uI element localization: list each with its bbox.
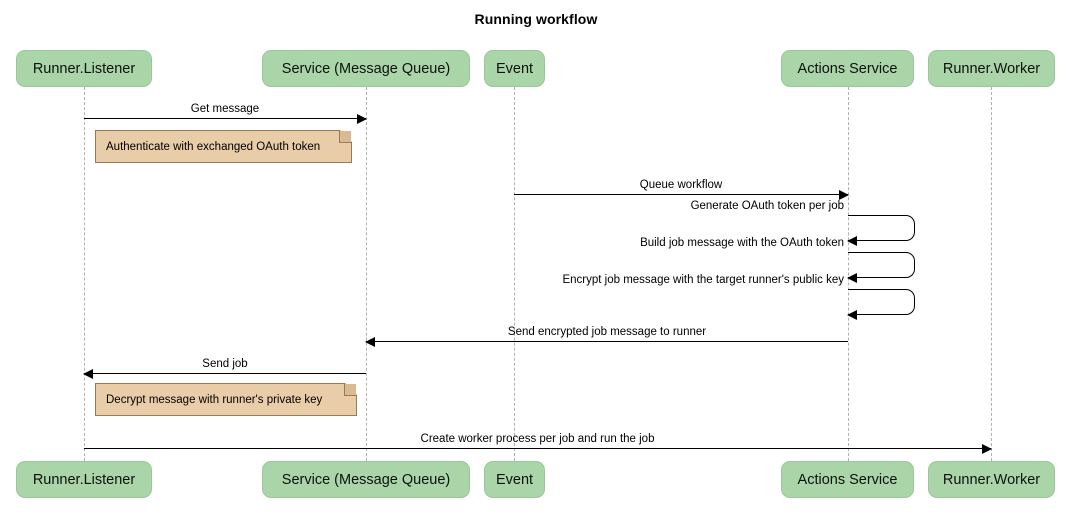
- message-label-create-worker-process-per-job-and-run-the-job: Create worker process per job and run th…: [420, 433, 655, 445]
- participant-runner-listener-top[interactable]: Runner.Listener: [16, 50, 152, 87]
- participant-actions-service-bottom[interactable]: Actions Service: [781, 461, 914, 498]
- message-label-build-job-message-with-the-oauth-token: Build job message with the OAuth token: [640, 237, 844, 249]
- participant-label: Actions Service: [797, 471, 898, 488]
- message-line-create-worker-process-per-job-and-run-the-job: [84, 448, 991, 449]
- participant-label: Runner.Listener: [32, 60, 136, 77]
- message-label-send-job: Send job: [202, 358, 248, 370]
- participant-label: Actions Service: [797, 60, 898, 77]
- participant-event-bottom[interactable]: Event: [484, 461, 545, 498]
- arrowhead-left: [365, 337, 375, 347]
- participant-runner-worker-top[interactable]: Runner.Worker: [928, 50, 1055, 87]
- note-fold-icon: [339, 131, 351, 143]
- message-line-send-encrypted-job-message-to-runner: [366, 341, 848, 342]
- message-line-get-message: [84, 118, 366, 119]
- participant-runner-listener-bottom[interactable]: Runner.Listener: [16, 461, 152, 498]
- arrowhead-left: [83, 369, 93, 379]
- message-label-get-message: Get message: [190, 103, 260, 115]
- arrowhead-left: [847, 273, 857, 283]
- note-fold-icon: [344, 384, 356, 396]
- note-label: Decrypt message with runner's private ke…: [106, 393, 323, 406]
- participant-label: Service (Message Queue): [281, 60, 451, 77]
- participant-label: Event: [495, 471, 534, 488]
- participant-service-message-queue-bottom[interactable]: Service (Message Queue): [262, 461, 470, 498]
- message-line-queue-workflow: [514, 194, 848, 195]
- arrowhead-right: [982, 444, 992, 454]
- lifeline-runner-listener: [84, 87, 85, 461]
- message-line-send-job: [84, 373, 366, 374]
- participant-actions-service-top[interactable]: Actions Service: [781, 50, 914, 87]
- participant-service-message-queue-top[interactable]: Service (Message Queue): [262, 50, 470, 87]
- self-message-generate-oauth-token-per-job: [848, 215, 915, 241]
- message-label-send-encrypted-job-message-to-runner: Send encrypted job message to runner: [507, 326, 707, 338]
- self-message-encrypt-job-message-with-the-target-runners-public-key: [848, 289, 915, 315]
- note-label: Authenticate with exchanged OAuth token: [106, 140, 321, 153]
- lifeline-service-message-queue: [366, 87, 367, 461]
- note-authenticate-note: Authenticate with exchanged OAuth token: [95, 130, 352, 163]
- participant-label: Runner.Listener: [32, 471, 136, 488]
- arrowhead-left: [847, 236, 857, 246]
- page-title: Running workflow: [474, 11, 598, 27]
- participant-event-top[interactable]: Event: [484, 50, 545, 87]
- lifeline-runner-worker: [991, 87, 992, 461]
- message-label-generate-oauth-token-per-job: Generate OAuth token per job: [690, 200, 844, 212]
- message-label-encrypt-job-message-with-the-target-runners-public-key: Encrypt job message with the target runn…: [562, 274, 844, 286]
- arrowhead-left: [847, 310, 857, 320]
- participant-label: Service (Message Queue): [281, 471, 451, 488]
- arrowhead-right: [357, 114, 367, 124]
- message-label-queue-workflow: Queue workflow: [639, 179, 723, 191]
- arrowhead-right: [839, 190, 849, 200]
- lifeline-event: [514, 87, 515, 461]
- participant-label: Runner.Worker: [942, 471, 1041, 488]
- note-decrypt-note: Decrypt message with runner's private ke…: [95, 383, 357, 416]
- self-message-build-job-message-with-the-oauth-token: [848, 252, 915, 278]
- participant-label: Event: [495, 60, 534, 77]
- participant-runner-worker-bottom[interactable]: Runner.Worker: [928, 461, 1055, 498]
- participant-label: Runner.Worker: [942, 60, 1041, 77]
